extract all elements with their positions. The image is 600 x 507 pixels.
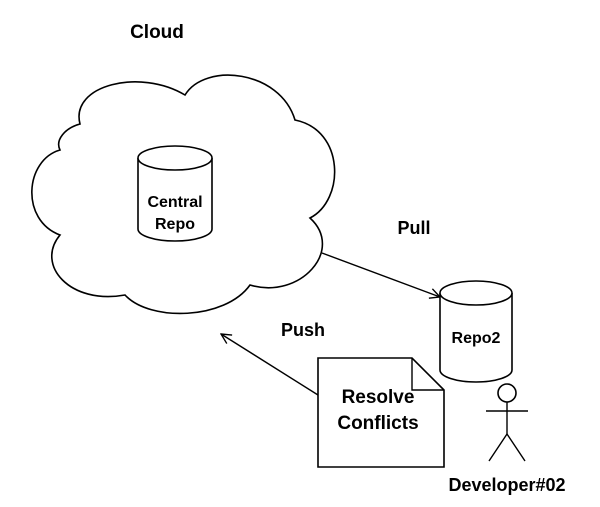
developer-stick-figure (486, 383, 528, 462)
central-repo-label-line1: Central (147, 194, 202, 211)
repo2-cylinder: Repo2 (439, 280, 513, 383)
document-label-line1: Resolve (342, 387, 415, 408)
developer-head (497, 383, 517, 403)
push-arrow (221, 334, 319, 396)
cloud-title: Cloud (130, 22, 184, 43)
document-label-line2: Conflicts (337, 413, 418, 434)
resolve-conflicts-document: Resolve Conflicts (317, 357, 445, 468)
pull-arrow (321, 252, 440, 297)
developer-label: Developer#02 (448, 475, 565, 495)
central-repo-cylinder: Central Repo (137, 145, 213, 242)
pull-label: Pull (397, 218, 430, 238)
push-label: Push (281, 320, 325, 340)
central-repo-label-line2: Repo (155, 216, 195, 233)
repo2-label: Repo2 (452, 330, 501, 347)
